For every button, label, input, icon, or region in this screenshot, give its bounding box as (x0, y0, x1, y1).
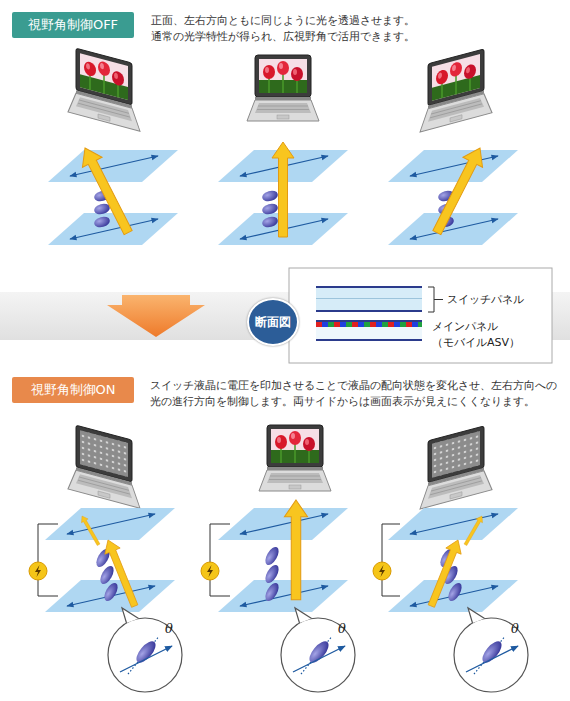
laptop-group-on (68, 423, 492, 509)
laptop (420, 424, 492, 509)
cross-section-box: スイッチパネルメインパネル （モバイルASV） (289, 268, 552, 363)
voltage-symbols (29, 562, 391, 580)
light-arrows-on (79, 500, 486, 609)
node-text: 断面図 (255, 314, 291, 331)
laptop (68, 423, 140, 508)
cross-section (289, 268, 552, 363)
magnifier-circle: θ (281, 618, 355, 692)
polarizer-planes-on (45, 508, 518, 612)
magnifier-bubbles (108, 608, 528, 692)
mode-badge: 視野角制御ON (12, 377, 134, 403)
light-arrows-off (75, 142, 490, 238)
node-text: メインパネル （モバイルASV） (432, 319, 544, 351)
laptop-group-off (68, 46, 492, 132)
node-text: θ (165, 621, 173, 636)
node-text: スイッチパネル (447, 292, 524, 308)
laptop (259, 425, 331, 491)
laptop (420, 47, 492, 132)
magnifier-circle: θ (454, 618, 528, 692)
section-circle: 断面図 (247, 298, 299, 346)
node-text: θ (338, 621, 346, 636)
magnifier-circle: θ (108, 618, 182, 692)
node-text: θ (511, 621, 519, 636)
mode-badge: 視野角制御OFF (12, 12, 134, 38)
description-text: 正面、左右方向ともに同じように光を透過させます。 通常の光学特性が得られ、広視野… (151, 12, 429, 45)
description-text: スイッチ液晶に電圧を印加させることで液晶の配向状態を変化させ、左右方向への 光の… (150, 377, 564, 410)
down-arrow (107, 295, 205, 337)
node-text: 視野角制御OFF (28, 16, 118, 34)
liquid-crystal-off (93, 189, 455, 229)
laptop (247, 55, 319, 121)
liquid-crystal-on (94, 545, 465, 603)
node-text: 視野角制御ON (31, 381, 116, 399)
laptop (68, 46, 140, 131)
